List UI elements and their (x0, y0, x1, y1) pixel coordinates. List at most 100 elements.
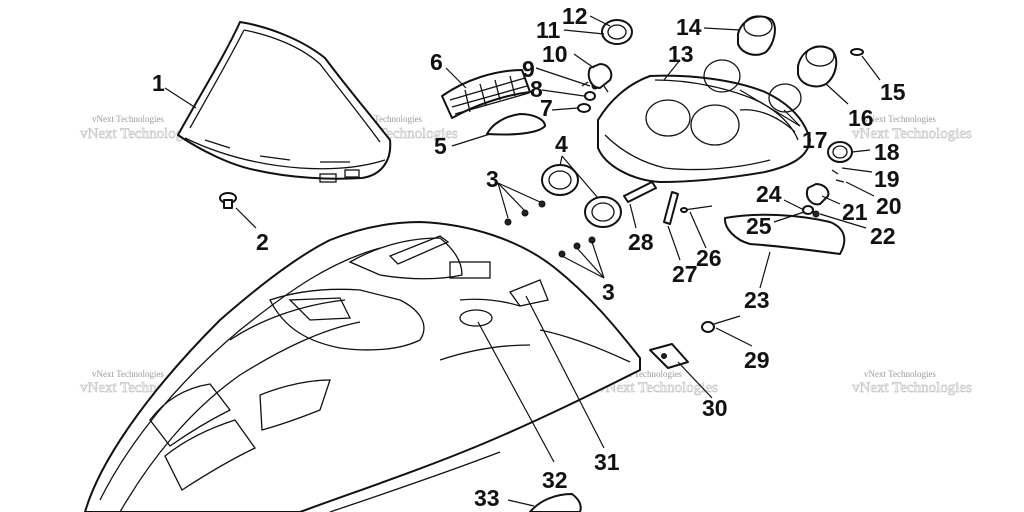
gauge-large-right (797, 45, 838, 88)
leader-23 (759, 251, 771, 289)
callout-1: 1 (152, 70, 165, 96)
callout-7: 7 (540, 95, 553, 121)
leader-3a-2 (497, 182, 525, 211)
callout-4: 4 (555, 131, 568, 157)
callout-31: 31 (594, 449, 620, 475)
watermark-7: vNext Technologies vNext Technologies (598, 369, 719, 396)
gauge-lenses (703, 59, 802, 113)
leader-25 (773, 211, 805, 223)
callout-labels: 1 2 3 3 4 5 6 7 8 9 10 11 12 13 14 15 16… (152, 3, 906, 511)
callout-14: 14 (676, 14, 702, 40)
leader-4b (561, 155, 599, 199)
part-33-fragment (529, 493, 582, 512)
watermark-7-text: vNext Technologies (610, 369, 682, 379)
leader-10 (573, 53, 595, 69)
watermark-2-text: vNext Technologies (350, 114, 422, 124)
watermark-4: vNext Technologies vNext Technologies (852, 114, 973, 142)
dash-console (597, 74, 811, 183)
callout-27: 27 (672, 261, 698, 287)
front-trim (723, 213, 846, 255)
bracket-30 (649, 343, 689, 369)
watermark-5-text: vNext Technologies (92, 369, 164, 379)
watermark-8: vNext Technologies vNext Technologies (852, 369, 973, 396)
gauge-large-left (737, 15, 776, 56)
watermark-4-text: vNext Technologies (864, 114, 936, 124)
callout-28: 28 (628, 229, 654, 255)
leader-11 (563, 29, 605, 35)
leader-9 (535, 67, 591, 87)
callout-26: 26 (696, 245, 722, 271)
callout-17: 17 (802, 127, 828, 153)
leader-13 (663, 59, 681, 81)
leader-22 (819, 213, 867, 229)
pin-26 (680, 205, 713, 213)
callout-6: 6 (430, 49, 443, 75)
bolt-27 (663, 191, 679, 225)
callout-8: 8 (530, 76, 543, 102)
callout-32: 32 (542, 467, 568, 493)
leader-19 (841, 167, 873, 173)
leader-30 (677, 361, 713, 399)
windshield (177, 21, 392, 183)
leader-2 (235, 207, 257, 229)
leader-24 (783, 199, 805, 211)
leader-lines (164, 15, 881, 507)
callout-22: 22 (870, 223, 896, 249)
callout-15: 15 (880, 79, 906, 105)
leader-14 (703, 27, 741, 31)
watermark-1-text: vNext Technologies (92, 114, 164, 124)
leader-3a-3 (497, 182, 541, 203)
leader-5 (451, 133, 491, 147)
callout-30: 30 (702, 395, 728, 421)
callout-16: 16 (848, 105, 874, 131)
leader-20 (845, 181, 875, 197)
leader-3b-2 (576, 247, 605, 279)
callout-2: 2 (256, 229, 269, 255)
leader-3b-3 (591, 241, 605, 279)
cover-plate (486, 113, 546, 136)
screw-2 (219, 192, 237, 209)
leader-3b-1 (561, 255, 605, 279)
leader-18 (851, 149, 871, 153)
watermark-8-outline: vNext Technologies (852, 380, 972, 396)
callout-9: 9 (522, 56, 535, 82)
callout-3b: 3 (602, 279, 615, 305)
leader-16 (825, 83, 849, 105)
callout-29: 29 (744, 347, 770, 373)
leader-1 (164, 87, 197, 109)
leader-28 (629, 203, 637, 229)
callout-20: 20 (876, 193, 902, 219)
watermark-7-outline: vNext Technologies (598, 380, 718, 396)
callout-24: 24 (756, 181, 782, 207)
leader-29 (715, 327, 753, 347)
callout-33: 33 (474, 485, 500, 511)
callout-11: 11 (536, 17, 561, 43)
callout-5: 5 (434, 133, 447, 159)
leader-4a (559, 155, 563, 167)
vent-grille (441, 69, 531, 119)
watermark-4-outline: vNext Technologies (852, 126, 972, 142)
leader-7 (551, 107, 579, 111)
leader-32 (477, 321, 555, 463)
leader-15 (861, 55, 881, 81)
leader-6 (445, 67, 467, 89)
leader-27 (667, 225, 681, 261)
hood-body (84, 221, 641, 512)
callout-18: 18 (874, 139, 900, 165)
callout-21: 21 (842, 199, 868, 225)
callout-3a: 3 (486, 166, 499, 192)
leader-33 (507, 499, 535, 507)
gauge-small-top (581, 19, 633, 93)
callout-25: 25 (746, 213, 772, 239)
bolt-29 (701, 315, 741, 333)
callout-12: 12 (562, 3, 588, 29)
leader-26 (689, 211, 707, 249)
leader-12 (589, 15, 611, 27)
leader-8 (541, 89, 585, 97)
headlight-rings (541, 164, 622, 228)
leader-17a (739, 89, 801, 127)
leader-21 (821, 195, 841, 205)
callout-19: 19 (874, 166, 900, 192)
